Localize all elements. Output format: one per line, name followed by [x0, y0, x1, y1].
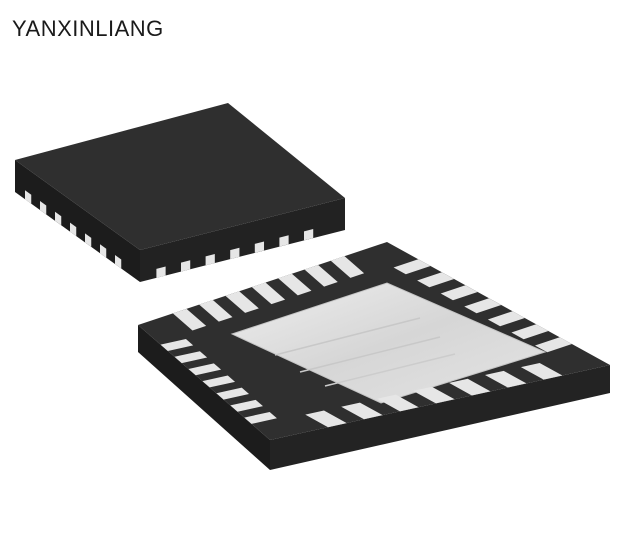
bottom-chip-pad: [449, 378, 491, 396]
top-chip-pin: [205, 254, 215, 266]
bottom-chip-pad: [413, 386, 455, 404]
top-chip-pin: [304, 229, 314, 241]
top-chip-pin: [115, 255, 122, 269]
brand-watermark: YANXINLIANG: [12, 16, 164, 41]
bottom-chip-pad: [305, 410, 347, 428]
top-chip-pin: [25, 190, 32, 204]
bottom-chip-pad: [202, 375, 236, 388]
top-chip: [15, 103, 345, 282]
thermal-pad-marking: [324, 353, 456, 387]
bottom-chip-pad: [487, 311, 525, 327]
bottom-chip-pad: [160, 339, 194, 351]
bottom-chip-pad: [341, 402, 383, 420]
top-chip-pins-right: [156, 229, 314, 278]
top-chip-right-side: [140, 198, 345, 282]
bottom-chip-pad: [464, 298, 502, 314]
top-chip-pin: [55, 211, 62, 226]
bottom-chip-pad: [484, 370, 527, 388]
bottom-chip-pad: [230, 399, 263, 412]
top-chip-pin: [254, 241, 265, 253]
bottom-chip-pad: [440, 285, 478, 301]
bottom-chip-pad: [174, 351, 208, 364]
bottom-chip-pad: [330, 256, 365, 278]
bottom-chip-pad: [304, 264, 338, 287]
top-chip-pin: [100, 244, 107, 258]
bottom-chip-pad: [278, 273, 312, 296]
top-chip-left-side: [15, 160, 140, 282]
bottom-chip-pad: [244, 411, 277, 424]
bottom-chip: [138, 242, 610, 470]
bottom-chip-pins: [160, 256, 572, 428]
bottom-chip-pad: [251, 282, 286, 305]
bottom-chip-pad: [417, 272, 455, 288]
bottom-chip-right-side: [270, 365, 610, 470]
top-chip-pin: [156, 266, 166, 278]
top-chip-pin: [85, 233, 92, 247]
bottom-chip-pad: [534, 337, 572, 353]
thermal-pad-marking: [274, 317, 421, 356]
thermal-pad: [230, 282, 547, 404]
top-chip-pin: [230, 247, 240, 260]
top-chip-pin: [279, 235, 289, 247]
bottom-chip-pad: [520, 362, 563, 380]
bottom-chip-pad: [216, 387, 250, 400]
bottom-chip-pad: [188, 363, 222, 376]
top-chip-top-face: [15, 103, 345, 250]
bottom-chip-pad: [377, 394, 419, 412]
bottom-chip-pad: [172, 308, 207, 331]
bottom-chip-left-side: [138, 325, 270, 470]
bottom-chip-pad: [225, 291, 259, 313]
bottom-chip-pad: [511, 324, 549, 340]
top-chip-pin: [40, 201, 47, 215]
thermal-pad-marking: [299, 336, 441, 373]
top-chip-pin: [70, 222, 77, 237]
bottom-chip-pad: [393, 259, 431, 275]
top-chip-pin: [181, 260, 191, 272]
top-chip-pins-left: [25, 190, 122, 269]
bottom-chip-pad: [199, 300, 233, 322]
